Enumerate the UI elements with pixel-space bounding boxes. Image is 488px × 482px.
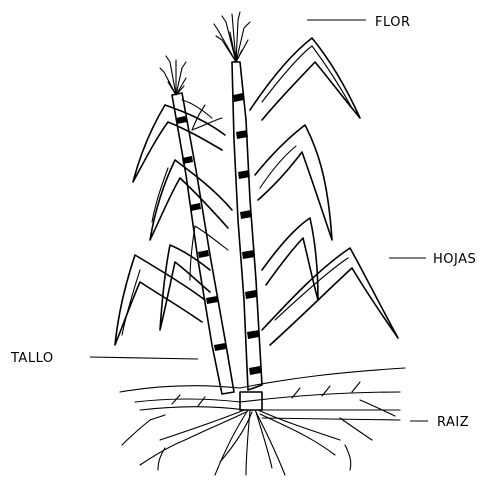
stem-tall (232, 62, 262, 390)
stems-group (172, 62, 262, 394)
leaf-mid-left (150, 160, 232, 240)
leaf-mid-right (255, 125, 332, 240)
roots-group (120, 368, 405, 475)
label-root: RAIZ (437, 415, 469, 430)
leaf-upper-left (133, 105, 225, 182)
leaf-top-right (250, 38, 360, 120)
flower-group (160, 12, 250, 95)
label-stem: TALLO (10, 351, 54, 366)
flower-tassel-tall (214, 12, 250, 62)
flower-tassel-short (160, 56, 186, 95)
leaf-lower-left (115, 255, 205, 345)
label-leaves: HOJAS (433, 252, 476, 267)
leader-lines (90, 20, 428, 421)
stem-leader (90, 357, 198, 359)
label-flower: FLOR (375, 15, 411, 30)
leaf-lower-right-2 (262, 218, 318, 300)
